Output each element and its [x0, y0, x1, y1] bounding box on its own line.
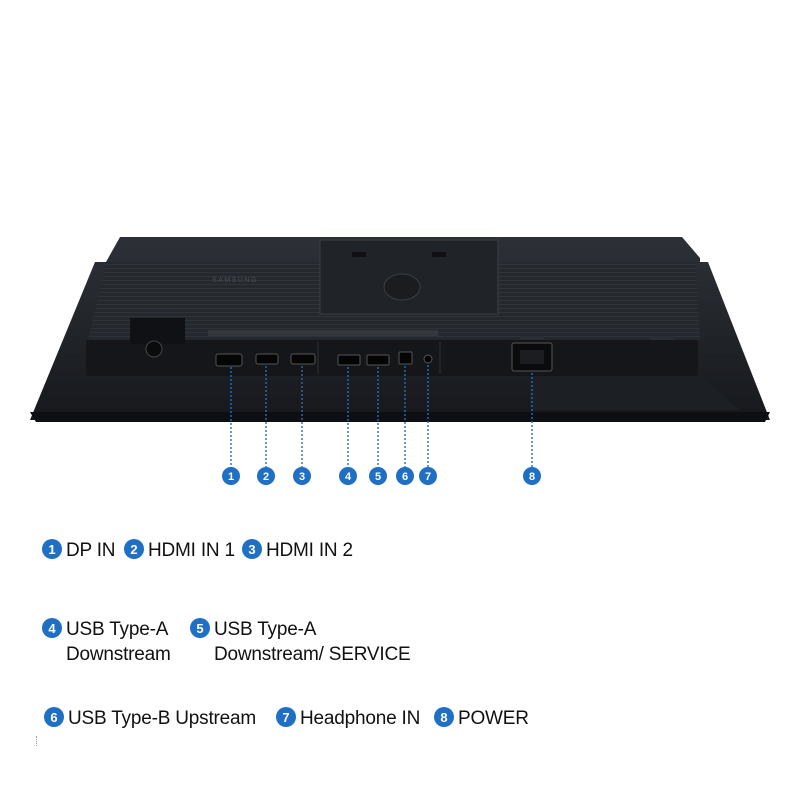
port-usb-b [398, 351, 413, 365]
port-hdmi-2 [290, 353, 316, 365]
legend-item-hdmi-1: 2 HDMI IN 1 [124, 538, 235, 563]
port-usb-a-1 [337, 354, 361, 366]
callout-4 [339, 467, 357, 485]
callout-label: 2 [263, 471, 269, 483]
legend-badge: 2 [124, 539, 144, 559]
legend-label: HDMI IN 2 [266, 540, 353, 561]
legend-item-hdmi-2: 3 HDMI IN 2 [242, 538, 353, 563]
monitor-body: SAMSUNG [30, 237, 770, 422]
callout-label: 5 [375, 471, 381, 483]
legend-badge: 8 [434, 707, 454, 727]
legend-sublabel: Downstream/ SERVICE [214, 644, 411, 665]
legend-label: POWER [458, 708, 529, 729]
callout-label: 1 [228, 471, 234, 483]
legend-label: USB Type-B Upstream [68, 708, 257, 729]
legend-badge: 4 [42, 618, 62, 638]
callout-label: 4 [345, 471, 352, 483]
callout-7 [419, 467, 437, 485]
legend-label: Headphone IN [300, 708, 421, 729]
edge-mark [36, 736, 39, 746]
legend-label: USB Type-A [214, 619, 317, 640]
callout-5 [369, 467, 387, 485]
legend-item-power: 8 POWER [434, 706, 529, 731]
callout-2 [257, 467, 275, 485]
legend-label: USB Type-A [66, 619, 169, 640]
port-headphone [423, 354, 433, 364]
brand-logo: SAMSUNG [212, 277, 258, 284]
callout-3 [293, 467, 311, 485]
callout-label: 7 [425, 471, 431, 483]
port-hdmi-1 [255, 353, 279, 365]
port-dp-in [215, 353, 243, 367]
legend-item-usb-a-downstream: 4 USB Type-A Downstream [42, 617, 171, 667]
legend-badge: 7 [276, 707, 296, 727]
legend-badge: 6 [44, 707, 64, 727]
legend-sublabel: Downstream [66, 644, 171, 665]
legend-item-headphone-in: 7 Headphone IN [276, 706, 420, 731]
legend-badge: 5 [190, 618, 210, 638]
legend-item-dp-in: 1 DP IN [42, 538, 116, 563]
legend-item-usb-a-service: 5 USB Type-A Downstream/ SERVICE [190, 617, 411, 667]
callout-6 [396, 467, 414, 485]
legend-label: HDMI IN 1 [148, 540, 235, 561]
legend-badge: 3 [242, 539, 262, 559]
callout-1 [222, 467, 240, 485]
legend-badge: 1 [42, 539, 62, 559]
legend-label: DP IN [66, 540, 116, 561]
callout-8 [523, 467, 541, 485]
port-usb-a-2 [366, 354, 390, 366]
legend-item-usb-b-upstream: 6 USB Type-B Upstream [44, 706, 256, 731]
callout-label: 8 [529, 471, 535, 483]
callout-lines [230, 365, 533, 467]
callout-label: 3 [299, 471, 305, 483]
callout-label: 6 [402, 471, 408, 483]
callout-badges: 1 2 3 4 5 6 7 8 [222, 467, 541, 485]
